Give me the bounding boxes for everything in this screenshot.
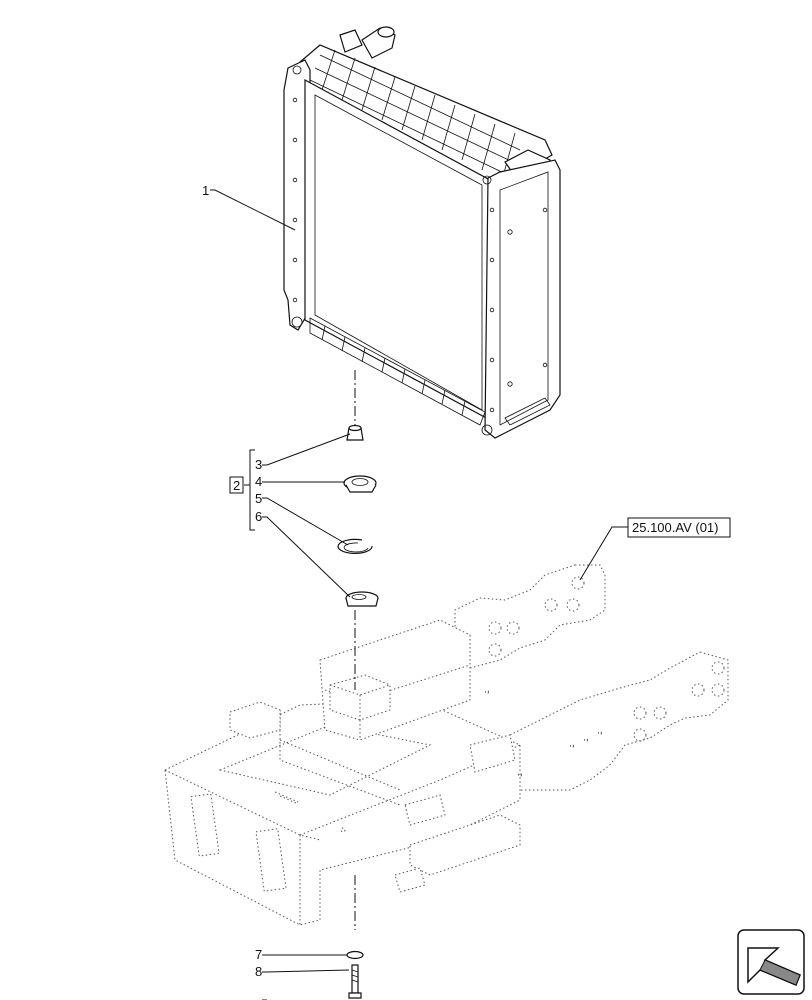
callout-6: 6: [255, 509, 262, 524]
part-7-washer: [346, 950, 364, 960]
callout-3: 3: [255, 457, 262, 472]
callout-2-box: [229, 476, 244, 494]
arrow-navigation-icon[interactable]: [737, 929, 805, 995]
reference-label[interactable]: 25.100.AV (01): [632, 520, 718, 535]
callout-4: 4: [255, 474, 262, 489]
callout-1: 1: [202, 183, 209, 198]
part-3-bushing: [346, 424, 364, 441]
part-6-cushion: [345, 591, 379, 607]
radiator: [283, 26, 561, 439]
callout-8: 8: [255, 964, 262, 979]
part-4-mount: [343, 475, 377, 493]
chassis-frame: [164, 564, 729, 926]
reference-box: [627, 517, 731, 538]
part-5-snap-ring: [337, 538, 373, 554]
callout-2: 2: [233, 478, 240, 493]
callout-5: 5: [255, 491, 262, 506]
part-8-bolt: [348, 964, 362, 999]
leader-lines: [210, 189, 628, 1000]
callout-7: 7: [255, 947, 262, 962]
